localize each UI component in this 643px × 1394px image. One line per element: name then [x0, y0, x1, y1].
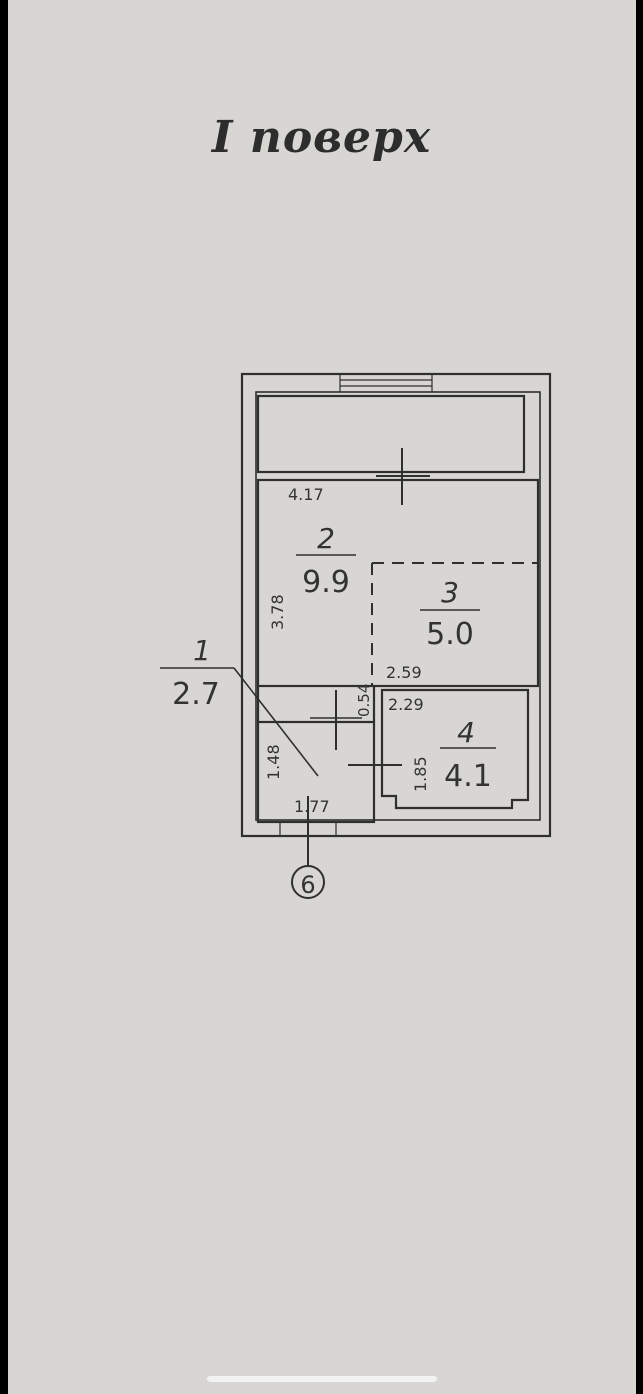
- dim-0-54: 0.54: [355, 684, 373, 717]
- room-3-dashed-boundary: [371, 562, 538, 686]
- room-4-area: 4.1: [444, 759, 492, 794]
- room-4-walls: [380, 688, 530, 810]
- room-1-number: 1: [193, 634, 211, 667]
- entrance-marker-number: 6: [300, 871, 315, 899]
- room-2-3-walls: [256, 478, 540, 688]
- balcony: [256, 394, 526, 474]
- dim-1-48: 1.48: [264, 744, 283, 780]
- dim-2-59: 2.59: [386, 663, 422, 682]
- floor-title: I поверх: [211, 112, 432, 163]
- outer-wall-inner: [255, 391, 541, 821]
- room-3-number: 3: [441, 576, 459, 609]
- room-4-number: 4: [457, 716, 475, 749]
- dim-4-17: 4.17: [288, 485, 324, 504]
- outer-wall-outer: [240, 372, 552, 838]
- home-indicator[interactable]: [207, 1376, 437, 1382]
- room-3-area: 5.0: [426, 617, 474, 652]
- room-2-number: 2: [317, 522, 335, 555]
- dim-1-77: 1.77: [294, 797, 330, 816]
- room-2-area: 9.9: [302, 565, 350, 600]
- document-page: [8, 0, 636, 1394]
- dim-1-85: 1.85: [411, 756, 430, 792]
- dim-2-29: 2.29: [388, 695, 424, 714]
- dim-3-78: 3.78: [268, 594, 287, 630]
- entrance-marker-circle: [291, 865, 325, 899]
- room-1-area: 2.7: [172, 677, 220, 712]
